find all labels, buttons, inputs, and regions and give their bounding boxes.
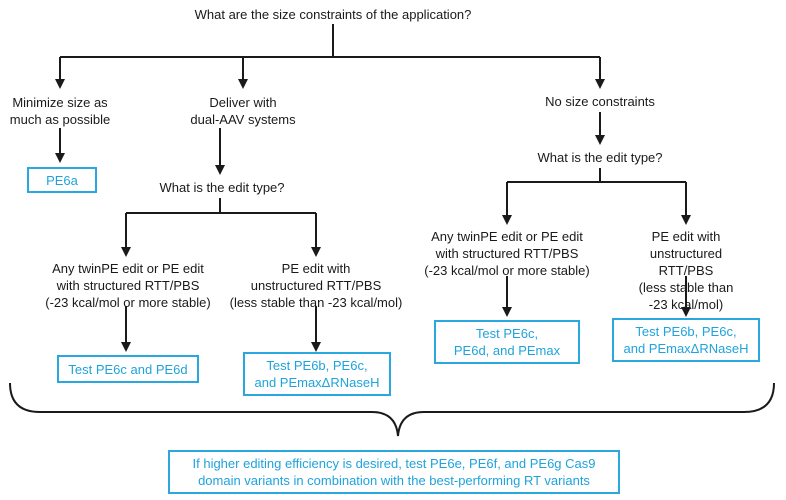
dual-aav-label: Deliver with dual-AAV systems xyxy=(190,95,296,127)
nc-structured-label: Any twinPE edit or PE edit with structur… xyxy=(424,229,590,278)
no-size-constraints-label: No size constraints xyxy=(545,94,655,109)
result-dual-unstructured-box: Test PE6b, PE6c, and PEmaxΔRNaseH xyxy=(243,352,391,396)
nc-unstructured-label: PE edit with unstructured RTT/PBS (less … xyxy=(638,229,734,312)
result-nc-structured-box: Test PE6c, PE6d, and PEmax xyxy=(434,320,580,364)
result-nc-unstructured-box: Test PE6b, PE6c, and PEmaxΔRNaseH xyxy=(612,318,760,362)
dual-aav-unstructured-label: PE edit with unstructured RTT/PBS (less … xyxy=(229,261,403,310)
root-question: What are the size constraints of the app… xyxy=(194,7,472,22)
minimize-size-label: Minimize size as much as possible xyxy=(9,95,111,127)
dual-aav-edit-type-question: What is the edit type? xyxy=(159,180,285,195)
footer-recommendation-box: If higher editing efficiency is desired,… xyxy=(168,450,620,494)
dual-aav-structured-label: Any twinPE edit or PE edit with structur… xyxy=(45,261,211,310)
curly-brace xyxy=(9,382,775,437)
result-dual-structured-box: Test PE6c and PE6d xyxy=(57,355,199,383)
result-pe6a-box: PE6a xyxy=(27,167,97,193)
nc-edit-type-question: What is the edit type? xyxy=(537,150,663,165)
